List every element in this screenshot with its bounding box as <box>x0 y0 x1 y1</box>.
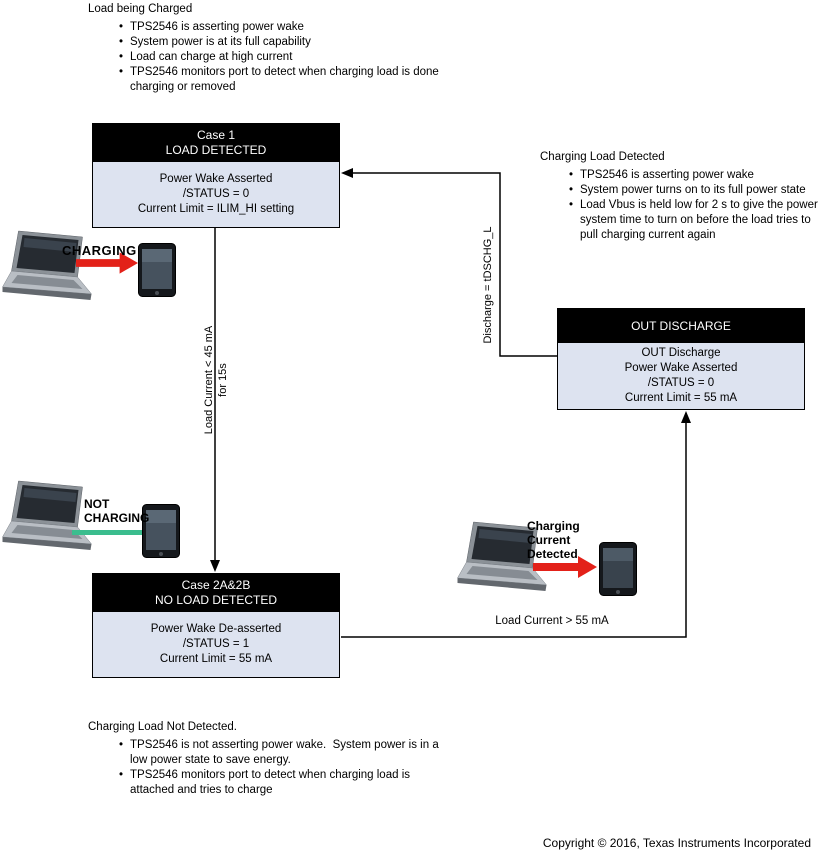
bullet-marker: • <box>118 51 124 63</box>
note-charging-load-not-detected: Charging Load Not Detected. • TPS2546 is… <box>88 720 456 798</box>
laptop-icon <box>2 480 93 550</box>
bullet-item: • TPS2546 monitors port to detect when c… <box>88 768 456 798</box>
state-box-line: OUT Discharge <box>641 347 721 359</box>
state-box-line: Power Wake Asserted <box>624 362 738 374</box>
note-title: Charging Load Detected <box>540 151 665 163</box>
laptop-icon <box>2 230 93 300</box>
bullet-marker: • <box>568 169 574 181</box>
bullet-marker: • <box>118 66 124 78</box>
arrowhead-down-icon <box>210 560 220 572</box>
tablet-icon <box>142 504 180 558</box>
state-box-case1-load-detected: Case 1 LOAD DETECTED Power Wake Asserted… <box>92 123 340 228</box>
scene-label-charging: CHARGING <box>62 243 137 258</box>
note-title: Charging Load Not Detected. <box>88 721 237 733</box>
bullet-item: • TPS2546 is asserting power wake <box>88 20 440 35</box>
state-box-line: Current Limit = 55 mA <box>159 653 273 665</box>
state-box-line: Power Wake De-asserted <box>150 623 282 635</box>
scene-label-not-charging: NOT CHARGING <box>84 497 150 525</box>
scene-label-charging-current-detected: Charging Current Detected <box>527 519 580 561</box>
not-charging-line <box>72 530 148 535</box>
state-box-line: /STATUS = 1 <box>182 638 250 650</box>
bullet-marker: • <box>568 184 574 196</box>
bullet-marker: • <box>118 739 124 751</box>
state-box-line: /STATUS = 0 <box>182 188 250 200</box>
bullet-item: • TPS2546 is asserting power wake <box>540 168 818 183</box>
edge-label-discharge-tdschg: Discharge = tDSCHG_L <box>482 226 494 344</box>
state-box-header: Case 1 LOAD DETECTED <box>93 124 339 162</box>
state-box-line: Current Limit = 55 mA <box>624 392 738 404</box>
state-box-body: Power Wake Asserted /STATUS = 0 Current … <box>93 162 339 227</box>
bullet-item: • Load Vbus is held low for 2 s to give … <box>540 198 818 243</box>
note-title: Load being Charged <box>88 3 193 15</box>
note-charging-load-detected: Charging Load Detected • TPS2546 is asse… <box>540 150 818 243</box>
state-box-line: /STATUS = 0 <box>647 377 715 389</box>
state-box-line: Power Wake Asserted <box>159 173 273 185</box>
arrowhead-left-icon <box>341 168 353 178</box>
state-box-body: OUT Discharge Power Wake Asserted /STATU… <box>558 343 804 409</box>
bullet-marker: • <box>118 36 124 48</box>
bullet-marker: • <box>118 769 124 781</box>
arrowhead-up-icon <box>681 411 691 423</box>
state-box-line: Current Limit = ILIM_HI setting <box>137 203 295 215</box>
note-load-being-charged: Load being Charged • TPS2546 is assertin… <box>88 2 440 95</box>
edge-discharge-to-case1 <box>352 172 557 357</box>
charging-arrow-icon <box>76 252 138 274</box>
state-box-header: Case 2A&2B NO LOAD DETECTED <box>93 574 339 612</box>
bullet-item: • Load can charge at high current <box>88 50 440 65</box>
edge-label-load-current-lt-45ma: Load Current < 45 mA for 15s <box>203 325 229 435</box>
bullet-item: • System power turns on to its full powe… <box>540 183 818 198</box>
bullet-item: • TPS2546 monitors port to detect when c… <box>88 65 440 95</box>
bullet-item: • TPS2546 is not asserting power wake. S… <box>88 738 456 768</box>
edge-label-load-current-gt-55ma: Load Current > 55 mA <box>495 615 609 627</box>
state-box-out-discharge: OUT DISCHARGE OUT Discharge Power Wake A… <box>557 308 805 410</box>
bullet-marker: • <box>568 199 574 211</box>
state-box-case2-no-load-detected: Case 2A&2B NO LOAD DETECTED Power Wake D… <box>92 573 340 678</box>
state-box-header: OUT DISCHARGE <box>558 309 804 343</box>
bullet-item: • System power is at its full capability <box>88 35 440 50</box>
tablet-icon <box>599 542 637 596</box>
tablet-icon <box>138 243 176 297</box>
copyright-text: Copyright © 2016, Texas Instruments Inco… <box>542 836 811 850</box>
state-box-body: Power Wake De-asserted /STATUS = 1 Curre… <box>93 612 339 677</box>
bullet-marker: • <box>118 21 124 33</box>
